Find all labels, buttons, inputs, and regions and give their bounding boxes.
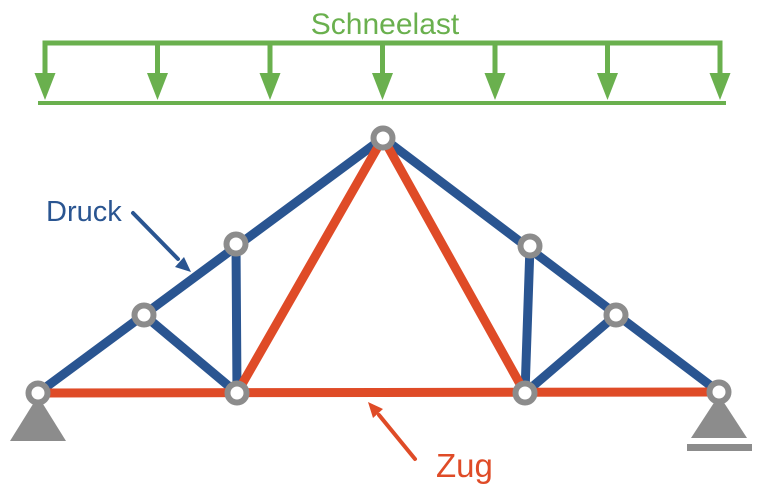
member-right-diagonal [520,310,621,398]
joint-node [223,231,249,257]
member-left-inner-diagonal [232,133,388,398]
compression-annotation: Druck [46,196,191,272]
snow-load-label: Schneelast [311,8,460,41]
roller-base-line [687,444,752,451]
load-arrow [372,43,393,100]
member-bottom-chord [33,387,724,398]
compression-arrow-icon [131,211,191,272]
joint-node [131,302,157,328]
joint-node-right-support [706,379,732,405]
tension-annotation: Zug [368,402,493,484]
joint-node-apex [370,125,396,151]
compression-members [33,133,724,398]
member-right-vertical [520,241,535,398]
supports [10,395,752,451]
member-right-inner-diagonal [378,133,530,398]
joints [25,125,732,406]
load-arrow [259,43,281,100]
member-left-diagonal [139,310,242,398]
joint-node [603,302,629,328]
roller-support-icon [691,395,747,438]
load-arrow [484,43,506,100]
load-arrow [597,43,618,100]
tension-members [33,133,724,398]
load-arrow [709,43,731,100]
load-arrow [34,43,56,100]
joint-node [517,233,543,259]
joint-node-left-support [25,380,51,406]
member-right-rafter [378,133,724,397]
compression-label: Druck [46,196,122,228]
member-left-vertical [231,239,242,398]
joint-node [224,380,250,406]
member-left-rafter [33,133,388,398]
load-arrow [147,43,168,100]
tension-label: Zug [436,447,493,484]
pinned-support-icon [10,396,66,441]
snow-load-group: Schneelast [34,8,731,105]
tension-arrow-icon [368,402,417,461]
joint-node [512,380,538,406]
